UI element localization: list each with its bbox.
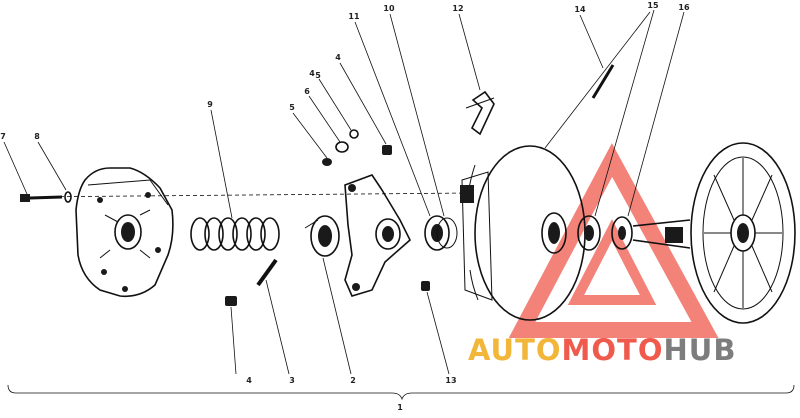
callout-9: 9 (207, 100, 213, 109)
spider-part (344, 174, 411, 297)
watermark-logo-text: AUTOMOTOHUB (468, 333, 736, 367)
callout-7: 7 (0, 132, 6, 141)
assembly-brace (7, 384, 795, 401)
callout-13: 13 (445, 376, 456, 385)
callout-5: 5 (289, 103, 295, 112)
pin-part (256, 258, 278, 287)
callout-15: 15 (647, 1, 659, 10)
rod-part (591, 64, 615, 99)
callout-10: 10 (383, 4, 395, 13)
fixed-sheave-part (632, 142, 796, 324)
bracket-part (465, 90, 495, 136)
bushing-part (304, 215, 340, 257)
callout-2: 2 (350, 376, 356, 385)
washer-part (64, 191, 72, 203)
nut-part (225, 296, 237, 306)
watermark-part-2: MOTO (561, 333, 664, 367)
callout-12: 12 (452, 4, 463, 13)
callout-8: 8 (34, 132, 40, 141)
watermark-triangle-logo (508, 143, 719, 338)
bushing-small-part (421, 281, 430, 291)
callout-3: 3 (289, 376, 295, 385)
sheave-cover-part (75, 167, 174, 298)
leader-lines (3, 9, 685, 375)
callout-5: 5 (315, 71, 321, 80)
movable-sheave-part (460, 145, 586, 321)
callout-1: 1 (397, 403, 403, 412)
spring-part (190, 217, 280, 251)
callout-6: 6 (304, 87, 310, 96)
callout-4: 4 (246, 376, 252, 385)
callout-14: 14 (574, 5, 586, 14)
callout-4: 4 (309, 69, 315, 78)
callout-4: 4 (335, 53, 341, 62)
axis-line (24, 192, 471, 198)
roller-part (424, 215, 458, 251)
callout-11: 11 (348, 12, 360, 21)
watermark-part-1: AUTO (468, 333, 562, 367)
spacer-washer-part (577, 215, 633, 251)
callout-16: 16 (678, 3, 690, 12)
watermark-part-3: HUB (663, 333, 737, 367)
bolt-part (20, 194, 63, 202)
small-nut-part (322, 129, 392, 166)
